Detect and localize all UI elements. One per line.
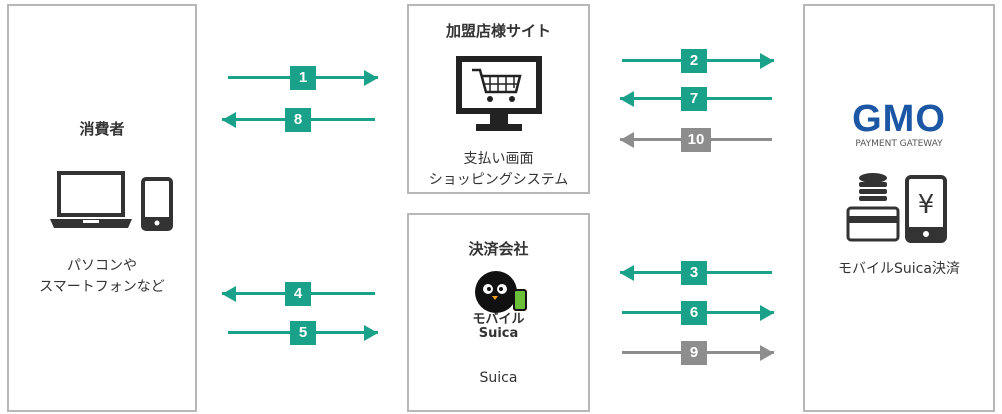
step-5-arrow: 5 — [228, 321, 378, 345]
payment-company-box — [407, 213, 590, 412]
step-9-label: 9 — [681, 341, 707, 365]
suica-logo-text-1: モバイル — [472, 312, 525, 327]
credit-card-icon — [846, 206, 900, 242]
yen-symbol: ¥ — [918, 190, 935, 220]
step-5-label: 5 — [290, 321, 316, 345]
payment-company-title: 決済会社 — [468, 240, 529, 258]
step-1-arrow: 1 — [228, 66, 378, 90]
step-9-arrow: 9 — [622, 341, 774, 365]
merchant-caption-2: ショッピングシステム — [428, 172, 569, 188]
gateway-caption: モバイルSuica決済 — [838, 261, 960, 277]
gmo-logo-sub: PAYMENT GATEWAY — [855, 139, 943, 149]
step-8-arrow: 8 — [222, 108, 375, 132]
merchant-title: 加盟店様サイト — [445, 22, 551, 40]
smartphone-icon — [141, 177, 173, 231]
step-2-label: 2 — [681, 49, 707, 73]
step-4-label: 4 — [285, 282, 311, 306]
mobile-suica-penguin-logo — [475, 271, 527, 313]
step-4-arrow: 4 — [222, 282, 375, 306]
step-6-label: 6 — [681, 301, 707, 325]
suica-logo-text-2: Suica — [478, 326, 519, 341]
laptop-icon — [50, 171, 132, 228]
consumer-box — [7, 4, 197, 412]
consumer-title: 消費者 — [79, 120, 125, 138]
step-3-label: 3 — [681, 261, 707, 285]
step-10-label: 10 — [681, 128, 711, 152]
consumer-caption-2: スマートフォンなど — [39, 279, 165, 295]
step-3-arrow: 3 — [620, 261, 772, 285]
yen-phone-icon: ¥ — [905, 175, 947, 243]
step-1-label: 1 — [290, 66, 316, 90]
coins-icon — [859, 173, 887, 201]
step-7-label: 7 — [681, 87, 707, 111]
step-7-arrow: 7 — [620, 87, 772, 111]
gmo-logo: GMO — [852, 98, 946, 140]
gateway-box — [803, 4, 995, 412]
step-2-arrow: 2 — [622, 49, 774, 73]
consumer-caption-1: パソコンや — [67, 258, 137, 274]
shopping-cart-monitor-icon — [456, 56, 542, 131]
merchant-caption-1: 支払い画面 — [463, 151, 534, 167]
step-6-arrow: 6 — [622, 301, 774, 325]
payment-company-caption: Suica — [479, 370, 518, 386]
step-10-arrow: 10 — [620, 128, 772, 152]
step-8-label: 8 — [285, 108, 311, 132]
